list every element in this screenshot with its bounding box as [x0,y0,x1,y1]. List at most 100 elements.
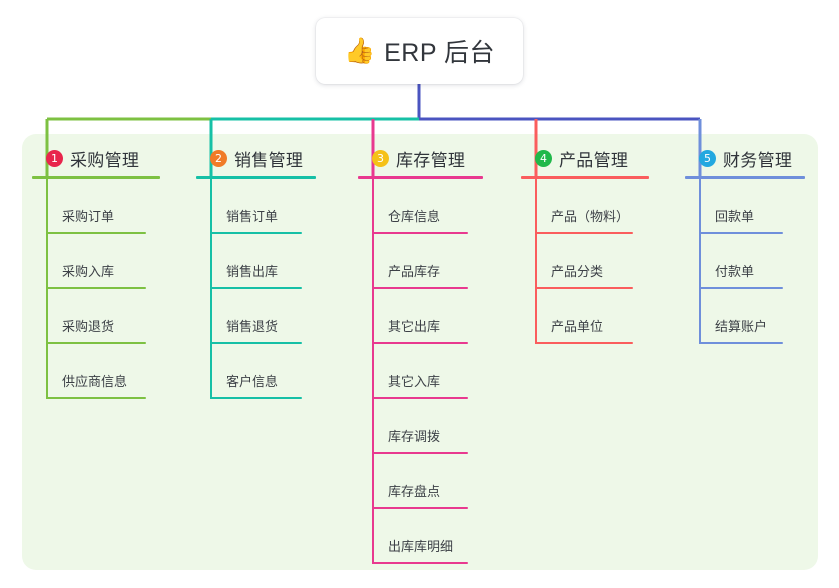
branch-item-label: 销售出库 [226,264,279,279]
branch-item[interactable]: 结算账户 [685,289,805,344]
branch-item[interactable]: 回款单 [685,179,805,234]
branch-number-badge: 5 [699,149,716,167]
branch-item-underline [699,232,783,234]
branch-item-label: 付款单 [715,264,755,279]
branch-item-underline [372,452,468,454]
branch-header-4[interactable]: 4 产品管理 [521,146,649,170]
branch-header-1[interactable]: 1 采购管理 [32,146,160,170]
branch-underline [358,176,483,179]
branch-column-2: 2 销售管理销售订单销售出库销售退货客户信息 [196,146,316,399]
branch-item-label: 出库库明细 [388,539,454,554]
branch-item-underline [372,232,468,234]
branch-item-label: 销售退货 [226,319,279,334]
branch-item[interactable]: 客户信息 [196,344,316,399]
branch-item-underline [210,397,302,399]
branch-title: 产品管理 [559,150,629,170]
branch-spine [46,179,48,399]
branch-item-label: 结算账户 [715,319,768,334]
branch-title: 销售管理 [234,150,304,170]
branch-column-4: 4 产品管理产品（物料） 产品分类产品单位 [521,146,649,344]
branch-item[interactable]: 仓库信息 [358,179,483,234]
branch-title: 财务管理 [723,150,793,170]
branch-title: 库存管理 [396,150,466,170]
branch-underline [32,176,160,179]
branch-spine [535,179,537,344]
branch-item[interactable]: 产品单位 [521,289,649,344]
branch-header-5[interactable]: 5 财务管理 [685,146,805,170]
branch-item[interactable]: 库存盘点 [358,454,483,509]
root-node[interactable]: 👍 ERP 后台 [316,18,523,84]
branch-item[interactable]: 其它出库 [358,289,483,344]
branch-item[interactable]: 其它入库 [358,344,483,399]
branch-item-underline [210,342,302,344]
branch-item-label: 采购订单 [62,209,115,224]
branch-item[interactable]: 采购入库 [32,234,160,289]
branch-item-underline [210,232,302,234]
branch-item[interactable]: 供应商信息 [32,344,160,399]
branch-items: 回款单付款单结算账户 [685,179,805,344]
branch-underline [521,176,649,179]
branch-item-label: 其它出库 [388,319,441,334]
branch-underline [196,176,316,179]
branch-item-label: 供应商信息 [62,374,128,389]
branch-spine [372,179,374,564]
branch-item-label: 回款单 [715,209,755,224]
branch-item[interactable]: 销售订单 [196,179,316,234]
branch-items: 销售订单销售出库销售退货客户信息 [196,179,316,399]
branch-item[interactable]: 销售退货 [196,289,316,344]
branch-spine [210,179,212,399]
branch-number-badge: 1 [46,149,63,167]
branch-item-underline [699,342,783,344]
branch-column-5: 5 财务管理回款单付款单结算账户 [685,146,805,344]
branch-item-underline [535,287,633,289]
branch-item-label: 销售订单 [226,209,279,224]
branch-item-underline [535,232,633,234]
branch-item-underline [372,562,468,564]
branch-number-badge: 4 [535,149,552,167]
branch-items: 产品（物料） 产品分类产品单位 [521,179,649,344]
branch-item[interactable]: 库存调拨 [358,399,483,454]
branch-item[interactable]: 产品库存 [358,234,483,289]
branch-column-1: 1 采购管理采购订单采购入库采购退货供应商信息 [32,146,160,399]
branch-item-underline [372,287,468,289]
branch-item-label: 库存调拨 [388,429,441,444]
branch-item-label: 产品（物料） [551,209,630,224]
branch-item[interactable]: 产品（物料） [521,179,649,234]
branch-item-underline [46,287,146,289]
branch-item-label: 采购入库 [62,264,115,279]
branch-item-label: 产品库存 [388,264,441,279]
branch-item[interactable]: 出库库明细 [358,509,483,564]
branch-header-2[interactable]: 2 销售管理 [196,146,316,170]
branch-item-label: 仓库信息 [388,209,441,224]
branch-item-underline [46,397,146,399]
branch-item-label: 采购退货 [62,319,115,334]
branch-items: 仓库信息产品库存其它出库其它入库库存调拨库存盘点出库库明细 [358,179,483,564]
branch-spine [699,179,701,344]
branch-item-underline [46,342,146,344]
branch-item-underline [535,342,633,344]
branch-item-label: 产品分类 [551,264,604,279]
branch-item-label: 其它入库 [388,374,441,389]
branch-item[interactable]: 采购订单 [32,179,160,234]
branch-underline [685,176,805,179]
branch-item[interactable]: 采购退货 [32,289,160,344]
branch-number-badge: 2 [210,149,227,167]
branch-item-underline [46,232,146,234]
thumbs-up-icon: 👍 [343,36,376,65]
branch-item-label: 库存盘点 [388,484,441,499]
branch-item[interactable]: 销售出库 [196,234,316,289]
branch-item-label: 客户信息 [226,374,279,389]
branches-panel [22,134,818,570]
branch-items: 采购订单采购入库采购退货供应商信息 [32,179,160,399]
branch-item-label: 产品单位 [551,319,604,334]
branch-item-underline [372,342,468,344]
branch-item-underline [372,397,468,399]
branch-item-underline [372,507,468,509]
branch-item-underline [210,287,302,289]
branch-item[interactable]: 产品分类 [521,234,649,289]
branch-item[interactable]: 付款单 [685,234,805,289]
branch-title: 采购管理 [70,150,140,170]
branch-item-underline [699,287,783,289]
